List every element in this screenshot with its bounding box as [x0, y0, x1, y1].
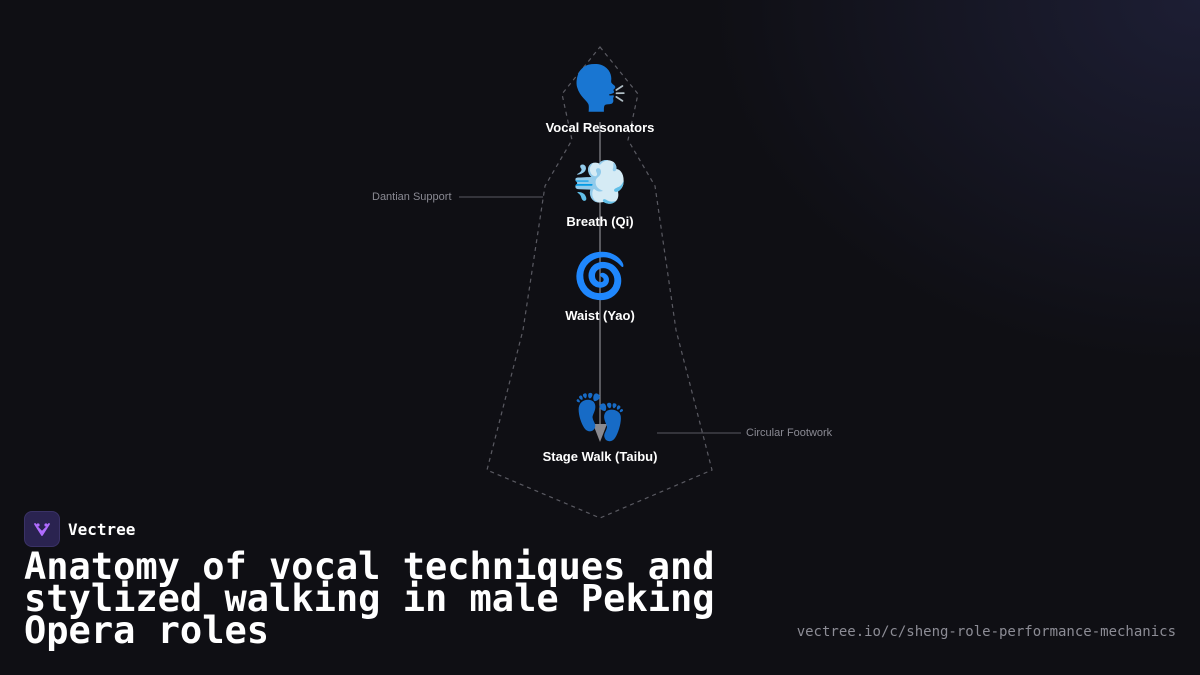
node-label: Vocal Resonators: [545, 120, 655, 135]
source-url[interactable]: vectree.io/c/sheng-role-performance-mech…: [796, 624, 1176, 640]
axis-arrowhead: [593, 424, 607, 442]
node-waist: 🌀 Waist (Yao): [500, 251, 700, 324]
node-vocal-resonators: 🗣️ Vocal Resonators: [500, 63, 700, 136]
annotation-dantian-support: Dantian Support: [372, 191, 452, 203]
footprints-icon: 👣: [572, 392, 628, 443]
annotation-circular-footwork: Circular Footwork: [746, 427, 833, 439]
dash-symbol-icon: 💨: [572, 157, 628, 208]
page-title: Anatomy of vocal techniques and stylized…: [24, 545, 715, 652]
brand-name: Vectree: [68, 519, 136, 539]
node-label: Breath (Qi): [566, 214, 634, 229]
node-breath: 💨 Breath (Qi): [500, 157, 700, 230]
brand: Vectree: [24, 511, 136, 547]
node-label: Stage Walk (Taibu): [542, 449, 658, 464]
node-stage-walk: 👣 Stage Walk (Taibu): [500, 392, 700, 465]
speaking-head-icon: 🗣️: [572, 63, 628, 114]
body-silhouette-outline: [486, 46, 713, 519]
logo-mark: [34, 523, 50, 536]
vectree-logo-icon: [24, 511, 60, 547]
node-label: Waist (Yao): [565, 308, 635, 323]
cyclone-icon: 🌀: [572, 251, 628, 302]
